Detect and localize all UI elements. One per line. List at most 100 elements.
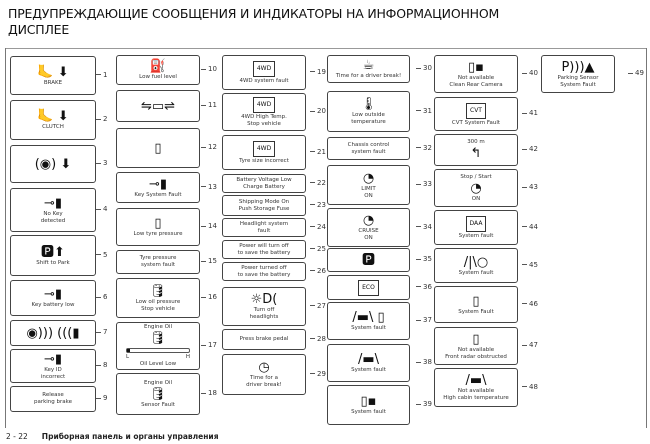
indicator-number: 3 (96, 159, 107, 167)
indicator-number: 24 (310, 223, 326, 231)
key-battery-icon: ⊸▮ (43, 287, 63, 302)
clutch-pedal-icon: 🦶 ⬇ (37, 109, 69, 124)
indicator-label: 4WD system fault (239, 78, 289, 84)
indicator-label: BRAKE (43, 79, 63, 86)
indicator-number: 22 (310, 179, 326, 187)
indicator-label: Shift to Park (36, 259, 70, 266)
indicator-number: 43 (522, 183, 538, 191)
indicator-label: Battery Voltage Low Charge Battery (236, 176, 292, 190)
indicator-box-14: ▯Low tyre pressure (116, 208, 200, 246)
indicator-box-23: Shipping Mode On Push Storage Fuse (222, 195, 306, 216)
4wd-icon: 4WD (252, 97, 276, 113)
turn-left-arrow-icon: ↰ (470, 146, 482, 161)
indicator-number: 6 (96, 293, 107, 301)
gauge-high-label: H (185, 354, 190, 360)
content-frame (5, 48, 647, 428)
rear-camera-car-icon: ▯▪ (360, 394, 377, 409)
indicator-top-label: Engine Oil (144, 379, 172, 386)
indicator-label: System fault (351, 409, 386, 415)
indicator-number: 36 (416, 283, 432, 291)
indicator-number: 48 (522, 383, 538, 391)
indicator-number: 30 (416, 64, 432, 72)
indicator-number: 45 (522, 261, 538, 269)
indicator-box-10: ⛽Low fuel level (116, 55, 200, 85)
indicator-number: 12 (201, 143, 217, 151)
rear-camera-car-icon: ▯▪ (468, 59, 484, 75)
brake-pedal-icon: 🦶 ⬇ (37, 64, 69, 80)
tyre-pressure-car-icon: ▯ (154, 216, 162, 231)
indicator-box-24: Headlight system fault (222, 218, 306, 237)
indicator-box-18: Engine Oil🛢Sensor Fault (116, 373, 200, 415)
indicator-number: 25 (310, 245, 326, 253)
indicator-label: Tyre size incorrect (239, 158, 289, 164)
indicator-number: 11 (201, 101, 217, 109)
indicator-number: 1 (96, 71, 107, 79)
indicator-box-33: ◔LIMIT ON (327, 165, 410, 205)
indicator-label: System Fault (458, 308, 494, 315)
indicator-label: Key ID incorrect (40, 366, 66, 380)
thermometer-icon: 🌡 (360, 97, 377, 112)
key-icon: ⊸▮ (148, 176, 168, 192)
indicator-box-37: /▬\ ▯System fault (327, 302, 410, 340)
indicator-label: Chassis control system fault (347, 141, 390, 155)
daa-icon: DAA (465, 216, 487, 232)
indicator-label: LIMIT ON (361, 185, 376, 199)
indicator-number: 34 (416, 223, 432, 231)
key-signal-icon: ◉))) (((▮ (26, 325, 80, 341)
stop-start-icon: ◔ (470, 180, 482, 196)
indicator-box-34: ◔CRUISE ON (327, 208, 410, 247)
indicator-number: 8 (96, 361, 107, 369)
indicator-label: Release parking brake (33, 392, 73, 405)
fuel-icon: ⛽ (149, 59, 167, 74)
parking-icon: 🅿 (361, 252, 375, 268)
indicator-number: 18 (201, 389, 217, 397)
indicator-box-1: 🦶 ⬇BRAKE (10, 56, 96, 95)
indicator-number: 9 (96, 394, 107, 402)
indicator-box-3: (◉) ⬇ (10, 145, 96, 183)
indicator-label: CVT System Fault (451, 119, 501, 126)
oil-can-icon: 🛢 (149, 283, 167, 299)
indicator-number: 5 (96, 251, 107, 259)
indicator-number: 2 (96, 115, 107, 123)
indicator-number: 32 (416, 144, 432, 152)
indicator-box-2: 🦶 ⬇CLUTCH (10, 100, 96, 140)
indicator-label: Low tyre pressure (133, 231, 183, 237)
indicator-box-16: 🛢Low oil pressure Stop vehicle (116, 278, 200, 318)
indicator-number: 39 (416, 400, 432, 408)
indicator-label: System fault (458, 233, 494, 239)
indicator-number: 4 (96, 205, 107, 213)
car-doors-open-icon: ⇋▭⇌ (140, 98, 176, 114)
oil-can-icon: 🛢 (149, 386, 167, 402)
indicator-number: 17 (201, 341, 217, 349)
indicator-number: 10 (201, 65, 217, 73)
headlight-icon: ☼D( (250, 292, 278, 307)
indicator-label: Time for a driver break! (335, 73, 402, 79)
indicator-label: Not available Clean Rear Camera (449, 74, 503, 88)
shift-park-icon: 🅿⬆ (41, 244, 65, 260)
indicator-box-38: /▬\System fault (327, 344, 410, 382)
indicator-top-label: Stop / Start (460, 173, 492, 180)
indicator-box-7: ◉))) (((▮ (10, 320, 96, 346)
indicator-label: 4WD High Temp. Stop vehicle (241, 114, 287, 127)
oil-level-gauge (126, 348, 190, 353)
indicator-box-27: ☼D(Turn off headlights (222, 287, 306, 326)
key-icon: ⊸▮ (43, 195, 63, 211)
indicator-label: Parking Sensor System Fault (557, 74, 599, 88)
indicator-number: 27 (310, 302, 326, 310)
indicator-box-8: ⊸▮Key ID incorrect (10, 349, 96, 383)
indicator-number: 41 (522, 109, 538, 117)
indicator-box-48: /▬\Not available High cabin temperature (434, 368, 518, 407)
cruise-control-icon: ◔ (362, 213, 375, 228)
indicator-number: 14 (201, 222, 217, 230)
indicator-label: Key System Fault (134, 191, 182, 198)
indicator-number: 35 (416, 255, 432, 263)
indicator-box-5: 🅿⬆Shift to Park (10, 235, 96, 276)
front-radar-car-icon: ▯ (472, 293, 480, 309)
indicator-number: 37 (416, 316, 432, 324)
indicator-number: 46 (522, 300, 538, 308)
indicator-box-42: 300 m↰ (434, 134, 518, 166)
